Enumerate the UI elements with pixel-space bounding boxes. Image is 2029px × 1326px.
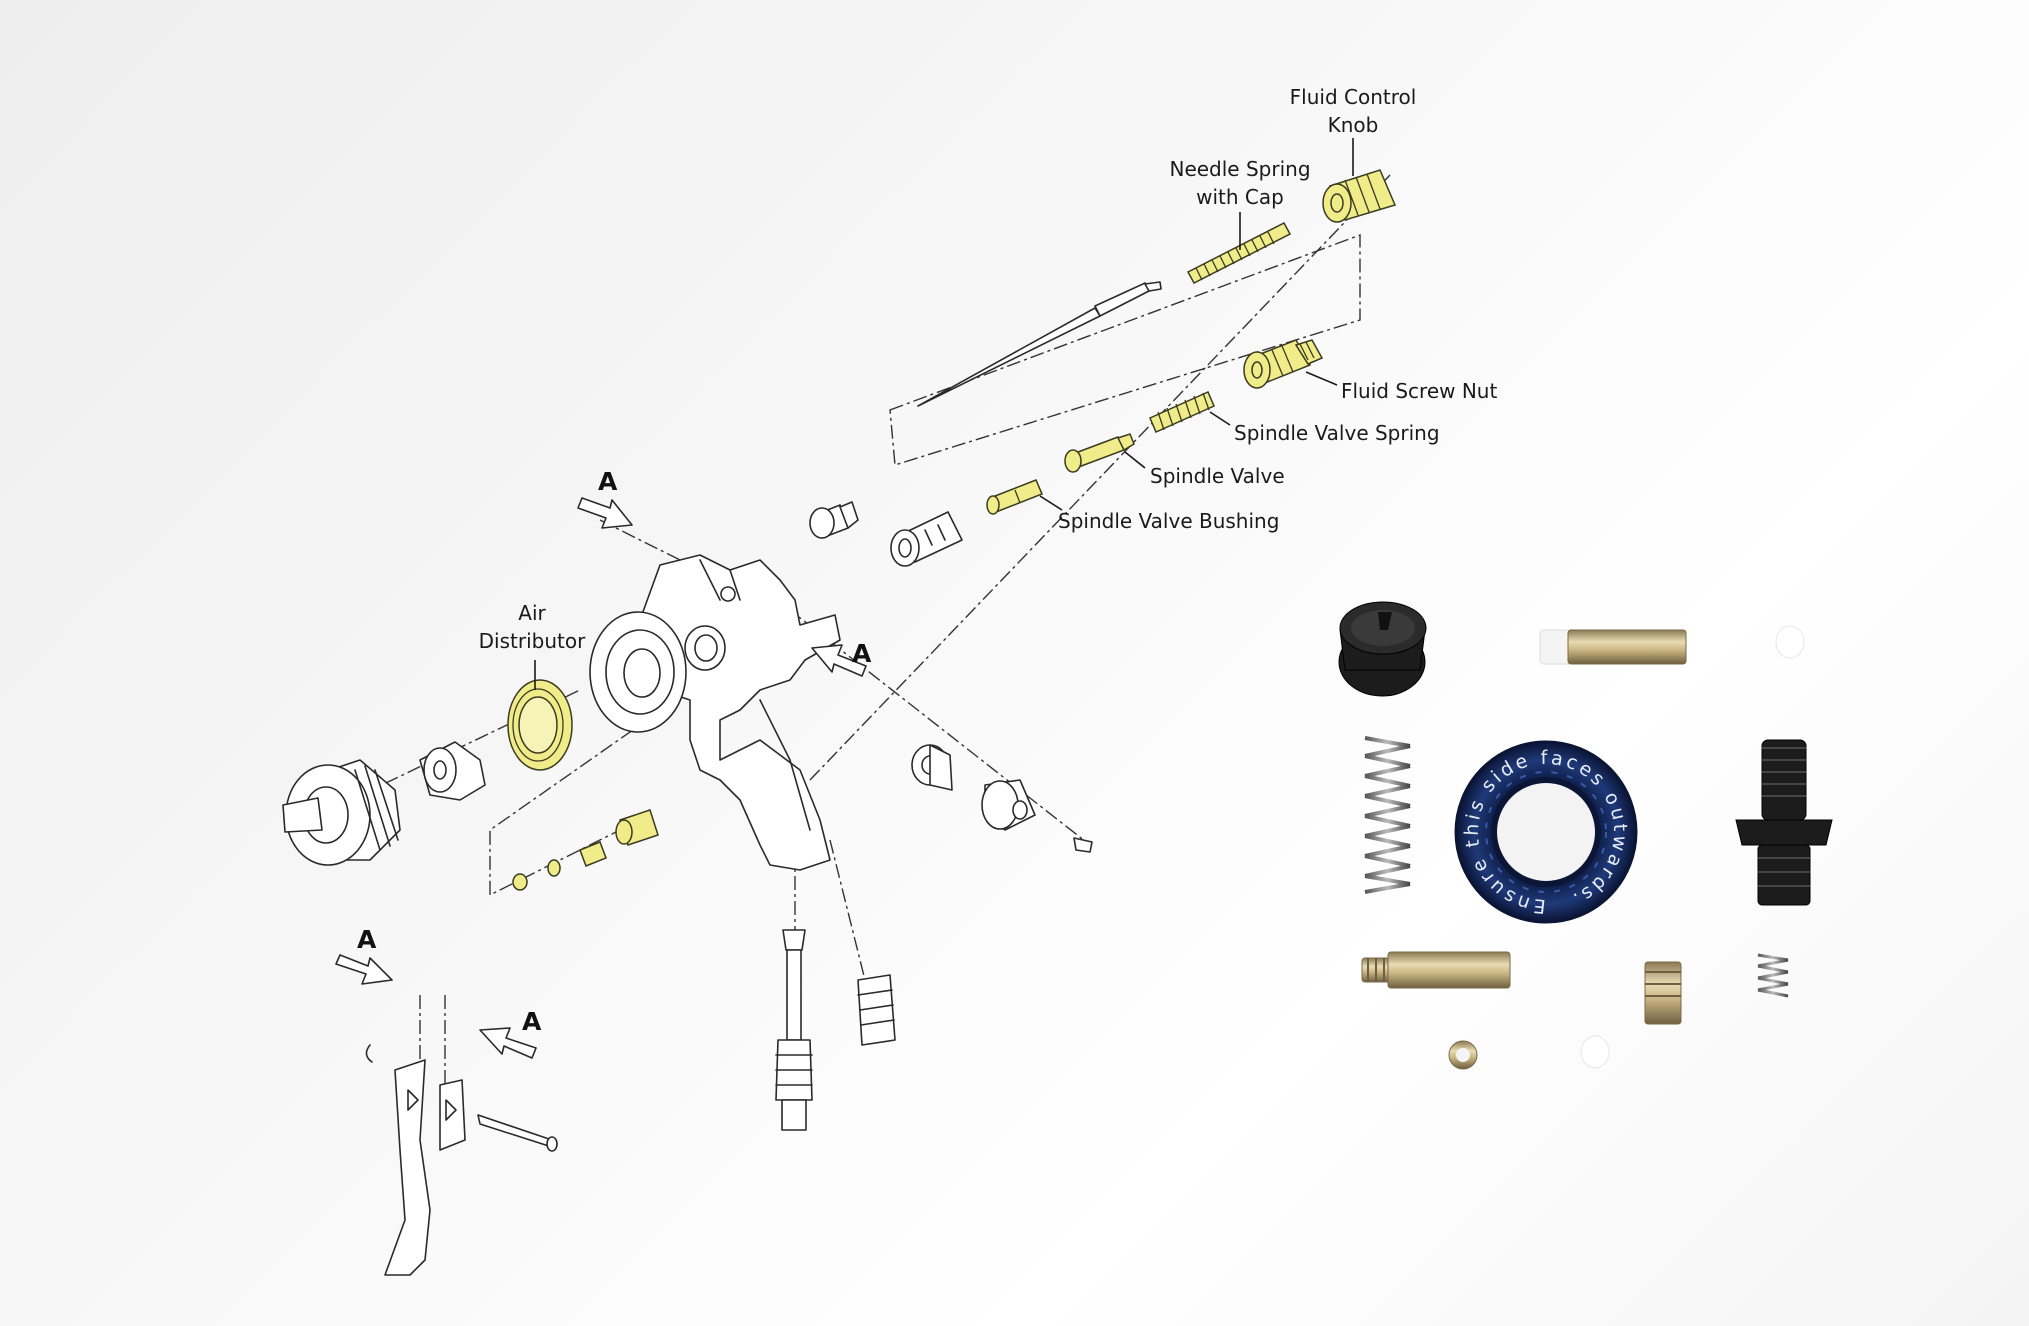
svg-text:A: A — [598, 467, 618, 496]
spray-gun-body — [589, 554, 841, 871]
label-fluid-control-knob-2: Knob — [1328, 113, 1379, 137]
baffle-part — [419, 741, 486, 801]
brass-tube-short-photo — [1539, 629, 1687, 665]
label-needle-spring-1: Needle Spring — [1169, 157, 1310, 181]
white-washer-small-photo — [1580, 1035, 1610, 1069]
blue-seal-ring-photo: Ensure this side faces outwards. — [1454, 740, 1638, 924]
fluid-needle — [917, 281, 1162, 407]
section-arrow-a-3: A — [335, 925, 393, 985]
trigger-part — [365, 1044, 558, 1276]
fluid-screw-nut-part — [1243, 339, 1324, 389]
section-arrow-a-4: A — [479, 1007, 542, 1059]
large-spring-photo — [1364, 736, 1411, 894]
section-arrow-a-1: A — [577, 467, 633, 529]
air-inlet-assembly — [775, 929, 896, 1131]
black-fitting-photo — [1735, 739, 1833, 906]
spindle-valve-spring-part — [1149, 391, 1215, 433]
label-spindle-valve-bushing: Spindle Valve Bushing — [1058, 509, 1279, 533]
label-air-distributor-1: Air — [518, 601, 546, 625]
label-fluid-screw-nut: Fluid Screw Nut — [1341, 379, 1497, 403]
spreader-valve-parts — [911, 744, 1093, 853]
leader-lines — [534, 138, 1354, 690]
label-fluid-control-knob-1: Fluid Control — [1290, 85, 1417, 109]
brass-nut-photo — [1644, 961, 1682, 1025]
top-plug — [809, 501, 859, 539]
spindle-valve-bushing-part — [986, 479, 1043, 515]
svg-text:A: A — [852, 639, 872, 668]
section-arrow-a-2: A — [811, 639, 872, 677]
kit-parts-photo: Ensure this side faces outwards. — [1338, 601, 1833, 1070]
black-knob-photo — [1338, 601, 1427, 697]
label-spindle-valve: Spindle Valve — [1150, 464, 1285, 488]
spreader-internal-parts — [512, 809, 659, 891]
fluid-control-knob-part — [1322, 169, 1397, 223]
air-distributor-part — [507, 679, 573, 771]
svg-text:A: A — [357, 925, 377, 954]
white-washer-photo — [1775, 625, 1805, 659]
brass-pin-long-photo — [1361, 951, 1511, 989]
small-spring-photo — [1757, 953, 1789, 998]
brass-ring-photo — [1448, 1040, 1478, 1070]
fluid-nozzle-housing — [890, 511, 963, 567]
label-needle-spring-2: with Cap — [1196, 185, 1284, 209]
air-cap-part — [282, 759, 401, 866]
spindle-valve-part — [1064, 433, 1135, 473]
label-air-distributor-2: Distributor — [479, 629, 586, 653]
svg-text:A: A — [522, 1007, 542, 1036]
label-spindle-valve-spring: Spindle Valve Spring — [1234, 421, 1440, 445]
part-labels: Fluid Control Knob Needle Spring with Ca… — [479, 85, 1498, 653]
needle-spring-with-cap-part — [1186, 222, 1292, 284]
